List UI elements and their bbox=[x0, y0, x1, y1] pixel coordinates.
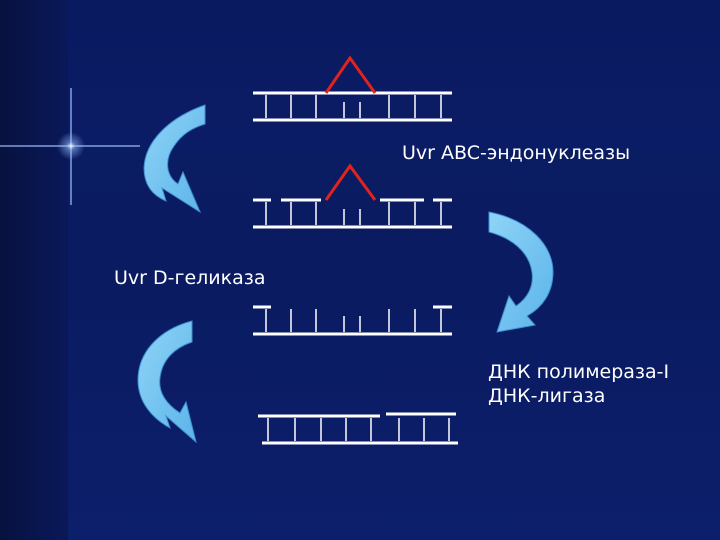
label-dna-enzymes: ДНК полимераза-I ДНК-лигаза bbox=[488, 360, 669, 408]
lesion-icon bbox=[326, 58, 375, 93]
label-dna-ligase: ДНК-лигаза bbox=[488, 384, 669, 408]
label-uvr-d-helicase: Uvr D-геликаза bbox=[114, 266, 266, 290]
dna-repaired bbox=[258, 414, 458, 443]
label-dna-polymerase: ДНК полимераза-I bbox=[488, 360, 669, 384]
lesion-icon bbox=[326, 166, 375, 200]
curved-arrow-icon bbox=[138, 321, 196, 442]
label-uvr-abc-endonuclease: Uvr ABC-эндонуклеазы bbox=[402, 141, 630, 165]
curved-arrow-icon bbox=[489, 212, 553, 332]
dna-gapped bbox=[253, 307, 452, 334]
star-flare-icon bbox=[0, 88, 140, 205]
dna-with-lesion bbox=[253, 58, 452, 120]
dna-incised bbox=[253, 166, 452, 227]
curved-arrow-icon bbox=[144, 105, 205, 212]
